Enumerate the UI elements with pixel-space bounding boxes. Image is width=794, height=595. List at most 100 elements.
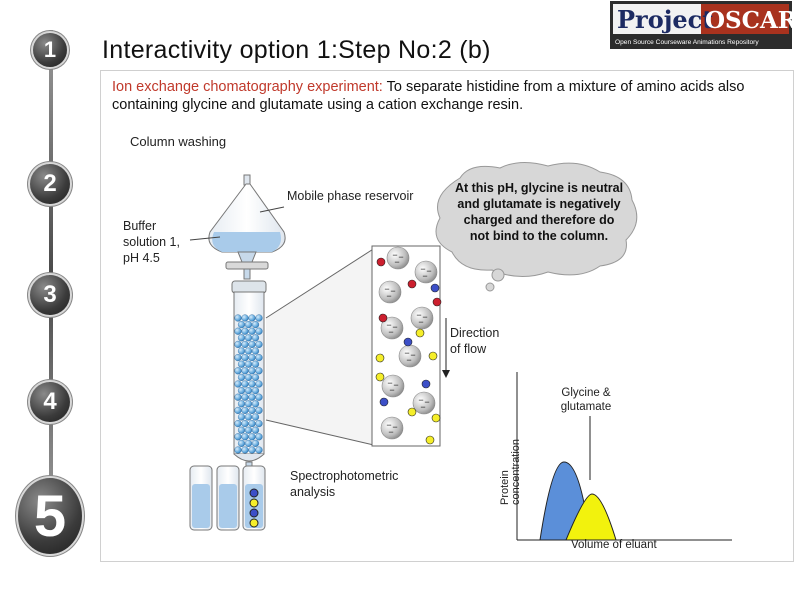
zoom-resin-beads: −−−−−−−−−−−−−−−−−−−−−−−−−−− — [378, 246, 438, 440]
resin-bead — [251, 413, 260, 421]
buffer-label: Buffer solution 1, pH 4.5 — [123, 218, 180, 266]
negative-charge: − — [392, 250, 397, 260]
resin-bead-charged: −−− — [380, 416, 404, 440]
experiment-description: Ion exchange chomatography experiment: T… — [112, 78, 752, 114]
step-2-button[interactable]: 2 — [30, 164, 70, 204]
resin-bead — [237, 413, 246, 421]
page-title: Interactivity option 1:Step No:2 (b) — [102, 36, 491, 64]
glycine-molecule — [375, 353, 385, 363]
flow-label-line1: Direction — [450, 326, 500, 340]
negative-charge: − — [410, 350, 415, 360]
glutamate-molecule — [379, 397, 389, 407]
project-oscar-logo: Project OSCAR Open Source Courseware Ani… — [610, 1, 794, 49]
step-4-button[interactable]: 4 — [30, 382, 70, 422]
graph-legend: Glycine & glutamate — [560, 387, 612, 413]
negative-charge: − — [392, 422, 397, 432]
resin-bead — [241, 433, 249, 441]
resin-bead — [255, 406, 263, 415]
resin-bead — [255, 354, 263, 362]
resin-bead — [244, 439, 253, 448]
resin-bead — [248, 420, 256, 428]
resin-bead — [241, 406, 249, 415]
resin-bead — [237, 400, 246, 408]
resin-bead — [248, 380, 256, 388]
resin-bead — [244, 400, 253, 408]
resin-bead — [248, 446, 256, 454]
resin-beads — [234, 314, 263, 454]
resin-bead — [237, 426, 246, 434]
negative-charge: − — [420, 264, 425, 274]
resin-bead — [241, 327, 249, 335]
resin-bead — [234, 327, 242, 335]
step-5-button[interactable]: 5 — [18, 478, 82, 554]
histidine-molecule — [432, 297, 442, 307]
resin-bead — [234, 367, 242, 375]
resin-bead — [248, 340, 256, 349]
zoom-projection — [266, 246, 378, 446]
resin-bead — [234, 446, 242, 454]
histidine-molecule — [378, 313, 388, 323]
resin-bead — [241, 340, 249, 349]
resin-bead-charged: −−− — [380, 316, 404, 340]
resin-bead — [244, 373, 253, 382]
negative-charge: − — [386, 320, 391, 330]
resin-bead — [248, 433, 256, 441]
negative-charge: − — [384, 284, 389, 294]
glycine-molecule — [428, 351, 438, 361]
resin-bead — [241, 446, 249, 454]
resin-bead — [255, 446, 263, 454]
resin-bead — [241, 367, 249, 375]
buffer-pointer — [189, 236, 221, 241]
resin-bead — [237, 321, 246, 329]
flow-label-line2: of flow — [450, 342, 487, 356]
collection-tubes — [189, 465, 266, 531]
resin-bead — [234, 433, 242, 441]
description-highlight: Ion exchange chomatography experiment: — [112, 79, 383, 95]
glycine-molecule — [425, 435, 435, 445]
resin-bead-charged: −−− — [381, 374, 405, 398]
buffer-label-line1: Buffer — [123, 219, 157, 233]
magnified-column-view: −−−−−−−−−−−−−−−−−−−−−−−−−−− — [371, 245, 442, 447]
resin-bead — [255, 314, 263, 322]
glycine-molecule — [407, 407, 417, 417]
glycine-molecule — [431, 413, 441, 423]
resin-bead-charged: −−− — [398, 344, 422, 368]
glycine-molecule — [415, 328, 425, 338]
graph-ylabel-2: concentration — [510, 439, 522, 505]
spectro-label: Spectrophotometric analysis — [290, 468, 398, 500]
step-3-button[interactable]: 3 — [30, 275, 70, 315]
glutamate-molecule — [421, 379, 431, 389]
reservoir-pointer — [259, 206, 285, 213]
negative-charge: − — [390, 286, 395, 296]
resin-bead — [234, 380, 242, 388]
graph-xlabel: Volume of eluant — [571, 539, 657, 551]
resin-bead-charged: −−− — [414, 260, 438, 284]
resin-bead-charged: −−− — [410, 306, 434, 330]
glutamate-peak — [565, 493, 617, 541]
resin-bead — [255, 393, 263, 401]
resin-bead — [237, 334, 246, 342]
glycine-molecule — [375, 372, 385, 382]
resin-bead — [244, 387, 253, 395]
resin-bead — [241, 380, 249, 388]
negative-charge: − — [386, 420, 391, 430]
spectro-label-line2: analysis — [290, 485, 336, 499]
resin-bead — [237, 387, 246, 395]
resin-bead — [241, 393, 249, 401]
negative-charge: − — [398, 252, 403, 262]
mobile-phase-reservoir — [208, 174, 286, 280]
negative-charge: − — [426, 266, 431, 276]
negative-charge: − — [422, 271, 427, 281]
step-1-button[interactable]: 1 — [33, 33, 67, 67]
logo-word-oscar: OSCAR — [705, 7, 792, 34]
resin-bead — [255, 367, 263, 375]
negative-charge: − — [404, 348, 409, 358]
resin-bead — [251, 373, 260, 382]
resin-bead — [234, 340, 242, 349]
stage-label: Column washing — [130, 134, 227, 149]
glutamate-molecule — [430, 283, 440, 293]
histidine-molecule — [376, 257, 386, 267]
negative-charge: − — [392, 322, 397, 332]
resin-bead — [255, 340, 263, 349]
